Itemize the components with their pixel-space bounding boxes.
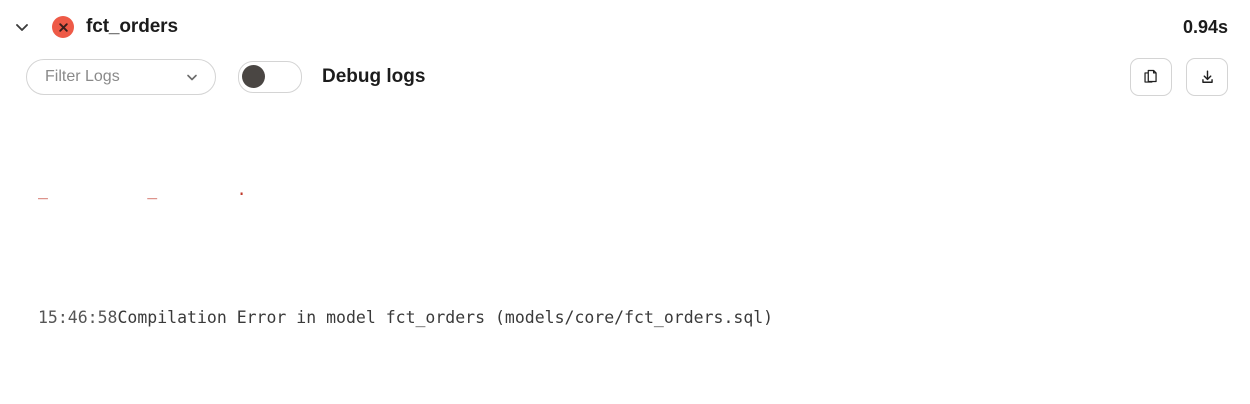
page-title: fct_orders <box>86 16 178 37</box>
filter-logs-label: Filter Logs <box>45 68 120 85</box>
log-timestamp: 15:46:58 <box>38 308 118 327</box>
expand-collapse-chevron-down-icon[interactable] <box>8 13 36 41</box>
chevron-down-icon <box>185 70 199 84</box>
debug-logs-label: Debug logs <box>322 66 426 87</box>
elapsed-time: 0.94s <box>1182 16 1228 37</box>
debug-logs-toggle[interactable] <box>238 61 302 93</box>
log-message: Compilation Error in model fct_orders (m… <box>117 302 1250 334</box>
log-header: fct_orders 0.94s <box>0 0 1250 54</box>
copy-pages-icon <box>1142 68 1161 87</box>
filter-logs-select[interactable]: Filter Logs <box>26 59 216 95</box>
log-line-clipped: _ _ . <box>38 180 247 199</box>
log-output[interactable]: _ _ . 15:46:58 Compilation Error in mode… <box>0 100 1250 404</box>
log-toolbar: Filter Logs Debug logs <box>0 54 1250 100</box>
error-circle-x-icon <box>52 16 74 38</box>
log-scroll-content: _ _ . 15:46:58 Compilation Error in mode… <box>0 100 1250 404</box>
download-logs-button[interactable] <box>1186 58 1228 96</box>
toggle-knob <box>242 65 265 88</box>
log-entry: 15:46:58 Compilation Error in model fct_… <box>38 302 1250 334</box>
copy-logs-button[interactable] <box>1130 58 1172 96</box>
log-message-line: Compilation Error in model fct_orders (m… <box>117 308 774 327</box>
download-icon <box>1198 68 1217 87</box>
